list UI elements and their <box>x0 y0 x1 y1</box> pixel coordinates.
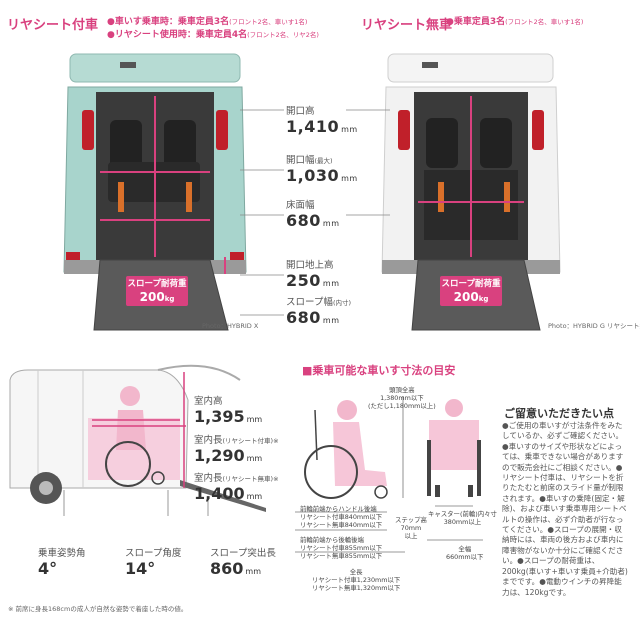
right-legend-1-note: (フロント2名、車いす1名) <box>505 18 584 26</box>
angle-seating-posture: 乗車姿勢角 4° <box>38 545 86 578</box>
dim-label: スロープ幅(内寸) <box>286 297 352 308</box>
angle-label: 乗車姿勢角 <box>38 548 86 559</box>
wheelchair-title-text: 乗車可能な車いす寸法の目安 <box>312 364 456 377</box>
wc-total-width: 全幅 660mm以下 <box>446 545 484 561</box>
right-van-photo: スロープ耐荷重 200kg <box>378 52 563 332</box>
right-ramp-unit: kg <box>478 295 489 303</box>
angle-label: スロープ突出長 <box>210 548 276 559</box>
right-ramp-value-row: 200kg <box>440 291 502 306</box>
angle-value: 4° <box>38 559 58 578</box>
left-legend-2-text: リヤシート使用時：乗車定員4名 <box>114 30 248 40</box>
left-ramp-value-row: 200kg <box>126 291 188 306</box>
wheelchair-title: ■乗車可能な車いす寸法の目安 <box>302 364 456 377</box>
dim-connector-lines <box>240 109 390 316</box>
left-legend-1-text: 車いす乗車時：乗車定員3名 <box>114 17 230 27</box>
right-van-illustration <box>381 53 561 331</box>
spec-label: 室内高 <box>194 396 223 407</box>
left-ramp-badge: スロープ耐荷重 200kg <box>126 276 188 306</box>
angle-ramp: スロープ角度 14° <box>125 545 181 578</box>
left-photo-credit: Photo：HYBRID X <box>202 322 259 330</box>
wc-front-to-handle: 前輪前端からハンドル後端 リヤシート付車840mm以下 リヤシート無車840mm… <box>300 505 383 529</box>
right-photo-credit: Photo：HYBRID G リヤシート無車 <box>548 322 640 330</box>
wc-step-height: ステップ高 70mm 以上 <box>395 516 427 540</box>
right-ramp-badge: スロープ耐荷重 200kg <box>440 276 502 306</box>
dim-label: 床面幅 <box>286 200 315 211</box>
right-title: リヤシート無車 <box>361 18 453 33</box>
left-legend-2: ●リヤシート使用時：乗車定員4名(フロント2名、リヤ2名) <box>107 30 319 40</box>
left-ramp-label: スロープ耐荷重 <box>127 279 187 289</box>
wc-caster-width: キャスター(前輪)内々寸 380mm以上 <box>428 510 497 526</box>
wc-total-length: 全長 リヤシート付車1,230mm以下 リヤシート無車1,320mm以下 <box>312 568 401 592</box>
left-van-photo: スロープ耐荷重 200kg <box>60 52 250 332</box>
left-legend-1-note: (フロント2名、車いす1名) <box>229 18 308 26</box>
wc-front-to-rear-wheel: 前輪前端から後輪後端 リヤシート付車855mm以下 リヤシート無車855mm以下 <box>300 536 383 560</box>
wc-head-height: 頭頂全高 1,380mm以下 (ただし1,180mm以上) <box>368 386 436 410</box>
wheelchair-illustration <box>295 380 495 560</box>
dim-label: 開口地上高 <box>286 260 334 271</box>
angle-value: 14° <box>125 559 156 578</box>
left-legend-2-note: (フロント2名、リヤ2名) <box>247 31 319 39</box>
spec-label: 室内長(リヤシート無車)※ <box>194 473 279 484</box>
angle-label: スロープ角度 <box>125 548 182 559</box>
spec-label: 室内長(リヤシート付車)※ <box>194 435 279 446</box>
left-title: リヤシート付車 <box>7 18 99 33</box>
left-ramp-unit: kg <box>164 295 175 303</box>
right-legend-1: ●乗車定員3名(フロント2名、車いす1名) <box>446 17 584 27</box>
dim-label: 開口幅(最大) <box>286 155 333 166</box>
side-footnote: ※ 前席に身長168cmの成人が自然な姿勢で着座した時の値。 <box>8 605 188 613</box>
left-ramp-value: 200 <box>139 290 165 304</box>
right-ramp-value: 200 <box>453 290 479 304</box>
right-ramp-label: スロープ耐荷重 <box>441 279 501 289</box>
wheelchair-svg <box>295 396 483 553</box>
notes-body: ●ご使用の車いすが寸法条件をみたしているか、必ずご確認ください。●車いすのサイズ… <box>502 421 628 597</box>
dim-label: 開口高 <box>286 106 315 117</box>
left-legend-1: ●車いす乗車時：乗車定員3名(フロント2名、車いす1名) <box>107 17 308 27</box>
side-view-illustration <box>8 360 270 520</box>
right-legend-1-text: 乗車定員3名 <box>453 17 506 27</box>
side-view-svg <box>9 364 266 516</box>
notes-title: ご留意いただきたい点 <box>504 407 614 420</box>
